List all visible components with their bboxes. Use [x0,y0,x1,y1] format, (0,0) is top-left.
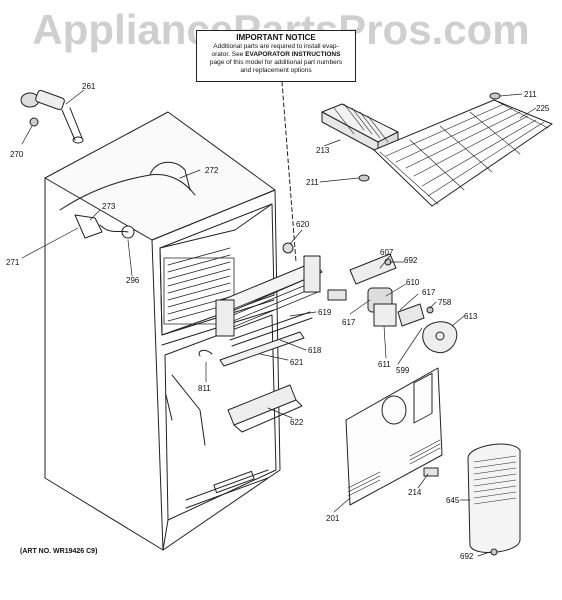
callout-211-left[interactable]: 211 [306,178,319,187]
important-notice-box: IMPORTANT NOTICE Additional parts are re… [196,30,356,82]
callout-214[interactable]: 214 [408,488,422,497]
callout-619[interactable]: 619 [318,308,332,317]
evaporator-assembly [198,242,323,367]
callout-273[interactable]: 273 [102,202,116,211]
callout-225[interactable]: 225 [536,104,550,113]
callout-613[interactable]: 613 [464,312,478,321]
callout-271[interactable]: 271 [6,258,20,267]
callout-599[interactable]: 599 [396,366,410,375]
notice-line-4: and replacement options [240,67,312,74]
air-duct-645 [467,443,521,556]
callout-296[interactable]: 296 [126,276,140,285]
callout-811[interactable]: 811 [198,384,211,393]
callout-645[interactable]: 645 [446,496,460,505]
callout-270[interactable]: 270 [10,150,24,159]
art-number: (ART NO. WR19426 C9) [20,548,98,555]
evaporator-instructions-link: EVAPORATOR INSTRUCTIONS [245,51,341,58]
callout-692-bottom[interactable]: 692 [460,552,474,561]
notice-line-2: orator. See EVAPORATOR INSTRUCTIONS [197,51,355,59]
notice-line-1: Additional parts are required to install… [213,43,339,50]
callout-272[interactable]: 272 [205,166,219,175]
callout-611[interactable]: 611 [378,360,391,369]
water-valve-261 [20,89,84,144]
back-panel-201 [345,367,443,506]
callout-758[interactable]: 758 [438,298,452,307]
callout-610[interactable]: 610 [406,278,420,287]
notice-line-2-text: orator. See [211,51,246,58]
callout-211-top[interactable]: 211 [524,90,537,99]
callout-213[interactable]: 213 [316,146,330,155]
callout-leader-lines [21,89,537,557]
callout-621[interactable]: 621 [290,358,304,367]
callout-607[interactable]: 607 [380,248,394,257]
callout-617-right[interactable]: 617 [422,288,436,297]
callout-201[interactable]: 201 [326,514,340,523]
drain-trough-622 [227,384,303,433]
wire-shelf-225 [358,92,553,207]
notice-title: IMPORTANT NOTICE [236,33,316,42]
cabinet-outline [44,111,281,551]
callout-692-top[interactable]: 692 [404,256,418,265]
callout-620[interactable]: 620 [296,220,310,229]
callout-622[interactable]: 622 [290,418,304,427]
callout-618[interactable]: 618 [308,346,322,355]
callout-261[interactable]: 261 [82,82,96,91]
callout-617-left[interactable]: 617 [342,318,356,327]
notice-line-3: page of this model for additional part n… [209,59,343,66]
